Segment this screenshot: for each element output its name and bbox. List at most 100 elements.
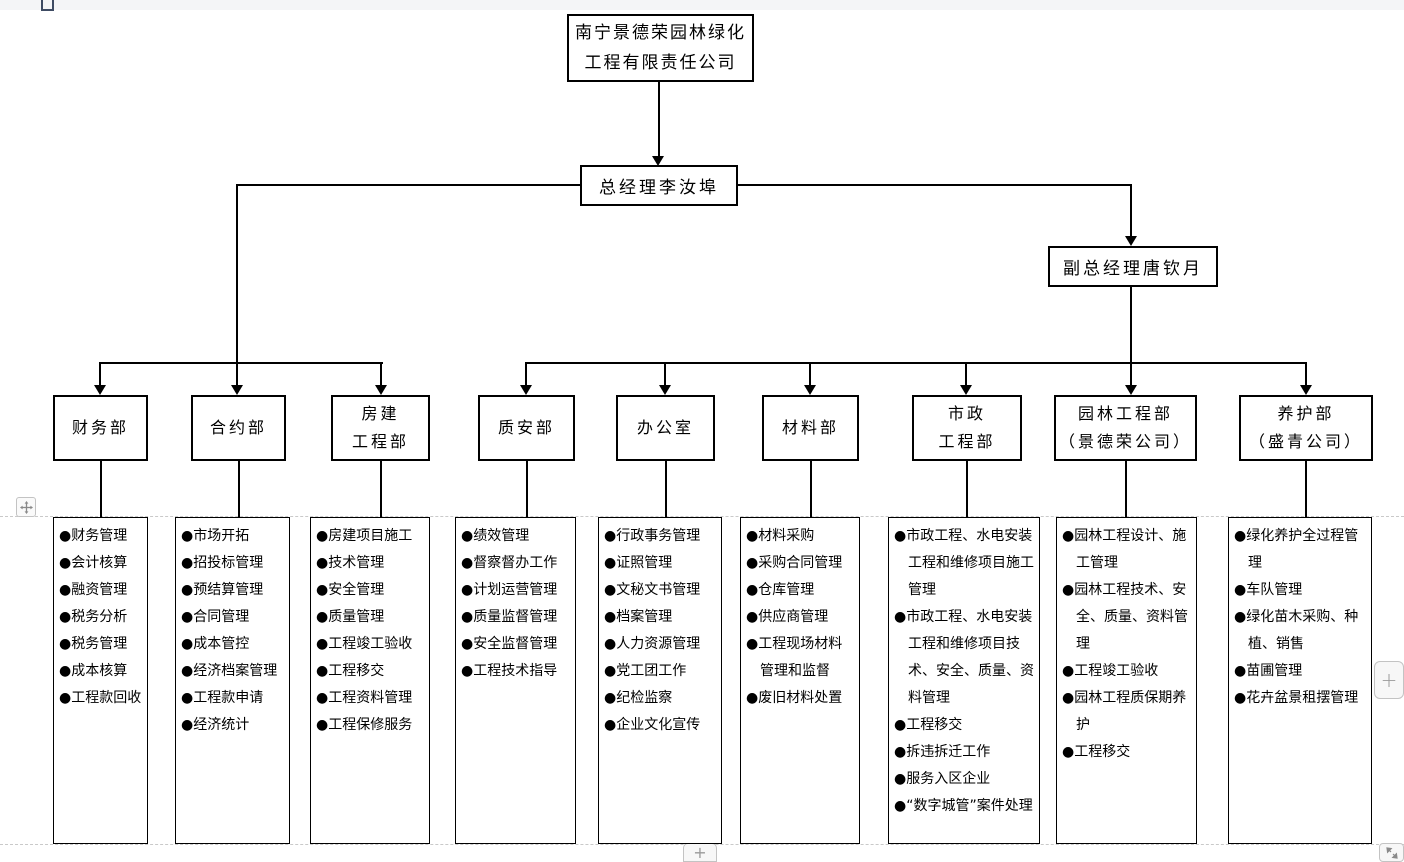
arrowhead-down-icon xyxy=(1125,385,1137,395)
connector-line xyxy=(1130,184,1132,236)
duty-item: ●绩效管理 xyxy=(461,528,530,544)
connector-line xyxy=(380,362,382,385)
duty-item: ●工程款回收 xyxy=(59,690,142,706)
arrowhead-down-icon xyxy=(375,385,387,395)
dept-box-1: 财务部 xyxy=(53,395,148,461)
plus-button-right[interactable]: + xyxy=(1374,661,1404,699)
duty-item: ●财务管理 xyxy=(59,528,128,544)
plus-icon: + xyxy=(1380,668,1398,692)
duty-item: ●招投标管理 xyxy=(181,555,264,571)
duty-item: ●技术管理 xyxy=(316,555,385,571)
connector-line xyxy=(379,461,382,517)
duty-item: ●采购合同管理 xyxy=(746,555,843,571)
table-gridline xyxy=(0,516,1404,517)
duty-item: ●人力资源管理 xyxy=(604,636,701,652)
duty-item: ●材料采购 xyxy=(746,528,815,544)
general-manager-label: 总经理李汝埠 xyxy=(599,178,719,198)
general-manager-box: 总经理李汝埠 xyxy=(580,165,738,206)
dept-name-line: 养护部 xyxy=(1277,404,1335,423)
duty-item: ●市场开拓 xyxy=(181,528,250,544)
duty-item: ●工程移交 xyxy=(894,717,963,733)
duty-list-1: ●财务管理●会计核算●融资管理●税务分析●税务管理●成本核算●工程款回收 xyxy=(53,517,148,844)
duty-item: ●工程移交 xyxy=(316,663,385,679)
duty-item: ●证照管理 xyxy=(604,555,673,571)
duty-item: ●质量管理 xyxy=(316,609,385,625)
resize-handle[interactable] xyxy=(1379,843,1404,862)
dept-name-line: 材料部 xyxy=(781,418,839,437)
duty-item: ●经济档案管理 xyxy=(181,663,278,679)
dept-name-line: 财务部 xyxy=(71,418,129,437)
duty-item: ●税务分析 xyxy=(59,609,128,625)
dept-name-line: 质安部 xyxy=(497,418,555,437)
connector-line xyxy=(99,362,383,364)
duty-item: ●服务入区企业 xyxy=(894,771,991,787)
arrowhead-down-icon xyxy=(804,385,816,395)
dept-name-line: 工程部 xyxy=(351,432,409,451)
duty-item: ●档案管理 xyxy=(604,609,673,625)
connector-line xyxy=(966,461,968,517)
deputy-general-manager-box: 副总经理唐钦月 xyxy=(1048,246,1218,287)
duty-item: ●安全监督管理 xyxy=(461,636,558,652)
dept-name-line: 园林工程部 xyxy=(1077,404,1173,423)
duty-item: ●园林工程设计、施工管理 xyxy=(1062,528,1187,571)
duty-item: ●市政工程、水电安装工程和维修项目技术、安全、质量、资料管理 xyxy=(894,609,1034,706)
duty-item: ●“数字城管”案件处理 xyxy=(894,798,1033,814)
duty-list-8: ●园林工程设计、施工管理●园林工程技术、安全、质量、资料管理●工程竣工验收●园林… xyxy=(1056,517,1197,844)
plus-icon: + xyxy=(693,843,707,862)
connector-line xyxy=(525,461,528,517)
duty-item: ●企业文化宣传 xyxy=(604,717,701,733)
duty-item: ●工程款申请 xyxy=(181,690,264,706)
connector-line xyxy=(1305,362,1307,385)
plus-button-bottom[interactable]: + xyxy=(683,843,717,862)
duty-item: ●仓库管理 xyxy=(746,582,815,598)
diagonal-resize-icon xyxy=(1385,846,1398,859)
duty-list-7: ●市政工程、水电安装工程和维修项目施工管理 ●市政工程、水电安装工程和维修项目技术… xyxy=(888,517,1040,844)
move-cross-icon xyxy=(19,500,33,514)
duty-item: ●税务管理 xyxy=(59,636,128,652)
connector-line xyxy=(1130,287,1132,363)
dept-name-line: 市政 xyxy=(947,404,986,423)
duty-item: ●融资管理 xyxy=(59,582,128,598)
duty-item: ●计划运营管理 xyxy=(461,582,558,598)
dept-name-line: 合约部 xyxy=(209,418,267,437)
dept-box-2: 合约部 xyxy=(191,395,286,461)
connector-line xyxy=(809,461,812,517)
duty-item: ●市政工程、水电安装工程和维修项目施工管理 xyxy=(894,528,1034,598)
arrowhead-down-icon xyxy=(659,385,671,395)
arrowhead-down-icon xyxy=(1300,385,1312,395)
connector-line xyxy=(664,362,666,385)
company-name-line: 工程有限责任公司 xyxy=(584,53,737,73)
dept-name-line: （景德荣公司） xyxy=(1058,432,1192,451)
duty-list-3: ●房建项目施工●技术管理●安全管理●质量管理●工程竣工验收●工程移交●工程资料管… xyxy=(310,517,430,844)
duty-item: ●预结算管理 xyxy=(181,582,264,598)
dept-name-line: 工程部 xyxy=(938,432,996,451)
duty-item: ●工程移交 xyxy=(1062,744,1131,760)
duty-item: ●拆违拆迁工作 xyxy=(894,744,991,760)
dept-name-line: （盛青公司） xyxy=(1248,432,1363,451)
duty-item: ●废旧材料处置 xyxy=(746,690,843,706)
arrowhead-down-icon xyxy=(960,385,972,395)
duty-item: ●纪检监察 xyxy=(604,690,673,706)
duty-item: ●工程竣工验收 xyxy=(316,636,413,652)
company-box: 南宁景德荣园林绿化 工程有限责任公司 xyxy=(567,14,754,82)
dept-name-line: 办公室 xyxy=(636,418,694,437)
duty-item: ●会计核算 xyxy=(59,555,128,571)
duty-list-5: ●行政事务管理●证照管理●文秘文书管理●档案管理●人力资源管理●党工团工作●纪检… xyxy=(598,517,722,844)
dept-box-5: 办公室 xyxy=(616,395,715,461)
dept-box-7: 市政工程部 xyxy=(912,395,1022,461)
duty-item: ●督察督办工作 xyxy=(461,555,558,571)
duty-item: ●工程竣工验收 xyxy=(1062,663,1159,679)
connector-line xyxy=(658,82,660,156)
arrowhead-down-icon xyxy=(94,385,106,395)
arrowhead-down-icon xyxy=(652,156,664,166)
duty-item: ●党工团工作 xyxy=(604,663,687,679)
duty-item: ●园林工程质保期养护 xyxy=(1062,690,1187,733)
deputy-general-manager-label: 副总经理唐钦月 xyxy=(1063,259,1203,279)
duty-item: ●文秘文书管理 xyxy=(604,582,701,598)
duty-item: ●绿化养护全过程管理 xyxy=(1234,528,1359,571)
arrowhead-down-icon xyxy=(520,385,532,395)
duty-item: ●成本管控 xyxy=(181,636,250,652)
duty-item: ●安全管理 xyxy=(316,582,385,598)
move-handle[interactable] xyxy=(16,497,36,517)
connector-line xyxy=(99,461,102,517)
